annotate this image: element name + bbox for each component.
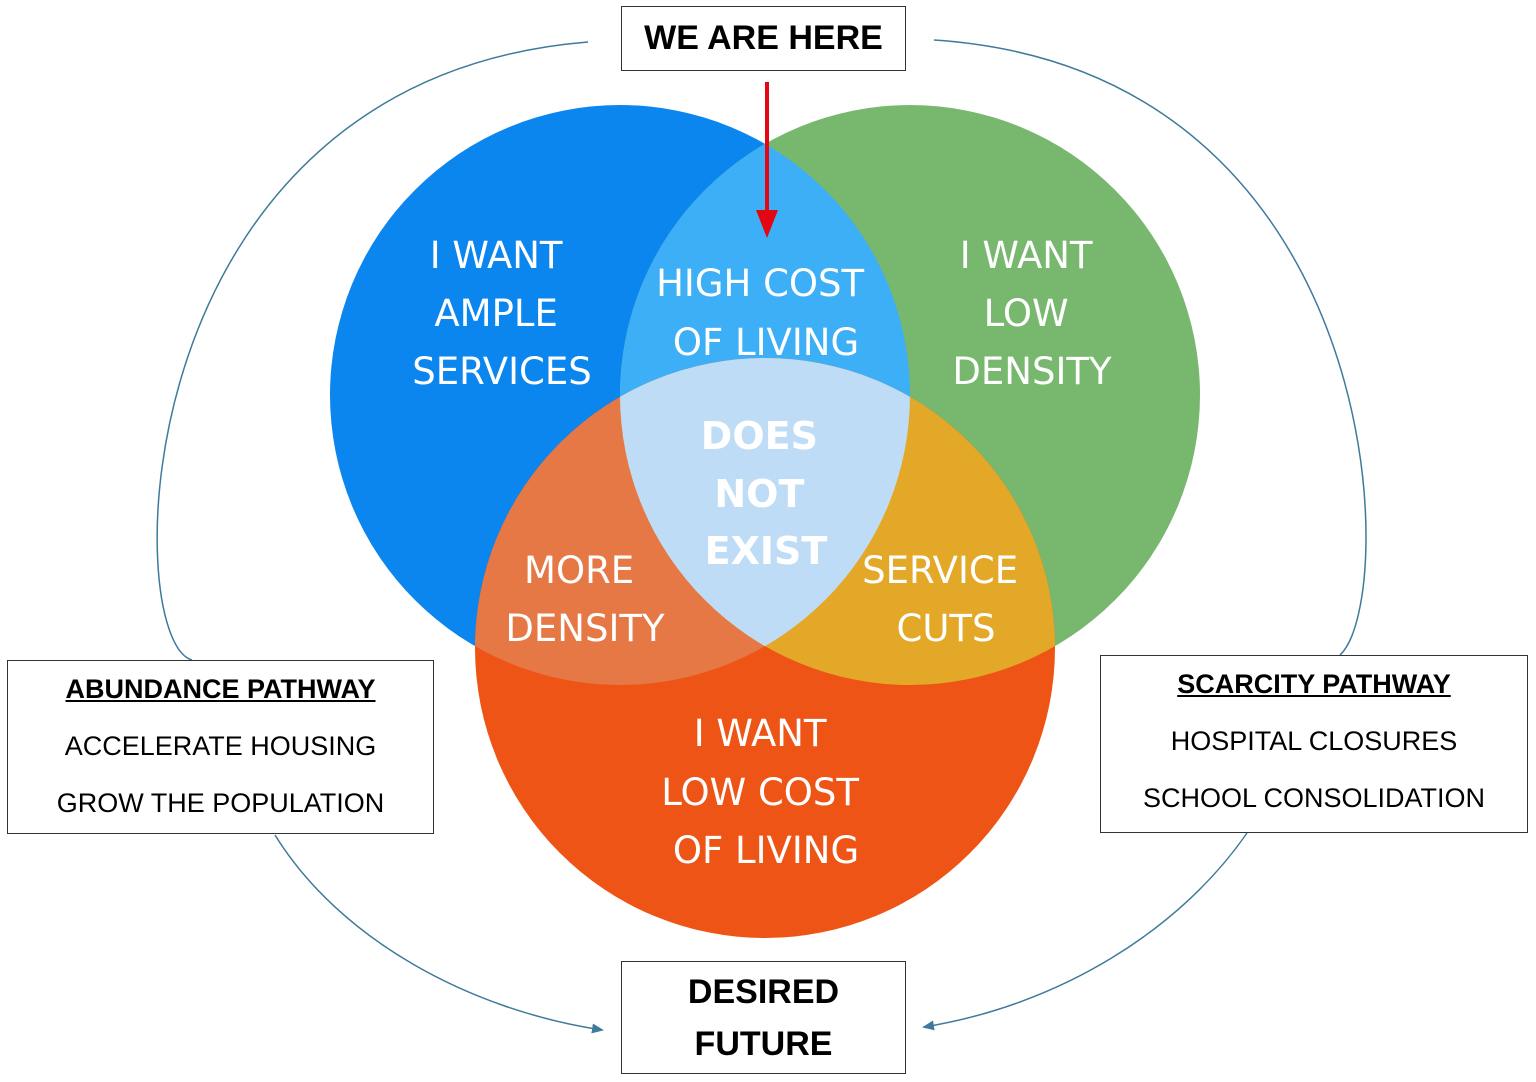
abundance-pathway-box: ABUNDANCE PATHWAY ACCELERATE HOUSING GRO… (7, 660, 434, 834)
abundance-pathway-curve-lower (274, 834, 604, 1034)
label-high-cost-of-living: HIGH COST OF LIVING (656, 262, 876, 364)
label-low-cost-of-living: I WANT LOW COST OF LIVING (661, 712, 871, 872)
label-more-density: MORE DENSITY (505, 549, 665, 650)
abundance-pathway-heading: ABUNDANCE PATHWAY (65, 674, 376, 704)
we-are-here-box: WE ARE HERE (621, 6, 906, 71)
label-does-not-exist: DOES NOT EXIST (701, 414, 831, 573)
scarcity-pathway-heading: SCARCITY PATHWAY (1177, 669, 1451, 699)
abundance-pathway-item: ACCELERATE HOUSING (64, 731, 377, 761)
we-are-here-label: WE ARE HERE (644, 19, 883, 57)
desired-future-line-1: DESIRED (687, 973, 840, 1011)
desired-future-box: DESIRED FUTURE (621, 961, 906, 1074)
we-are-here-arrow-head (756, 210, 778, 238)
scarcity-pathway-item: SCHOOL CONSOLIDATION (1142, 783, 1486, 813)
label-service-cuts: SERVICE CUTS (862, 549, 1030, 650)
label-ample-services: I WANT AMPLE SERVICES (412, 234, 591, 393)
scarcity-pathway-box: SCARCITY PATHWAY HOSPITAL CLOSURES SCHOO… (1100, 655, 1528, 833)
scarcity-pathway-item: HOSPITAL CLOSURES (1170, 726, 1458, 756)
scarcity-pathway-curve-lower (922, 832, 1248, 1031)
scarcity-pathway-curve (933, 39, 1367, 656)
abundance-pathway-curve (156, 41, 589, 661)
desired-future-line-2: FUTURE (694, 1025, 833, 1063)
abundance-pathway-item: GROW THE POPULATION (56, 788, 385, 818)
label-low-density: I WANT LOW DENSITY (952, 234, 1112, 393)
